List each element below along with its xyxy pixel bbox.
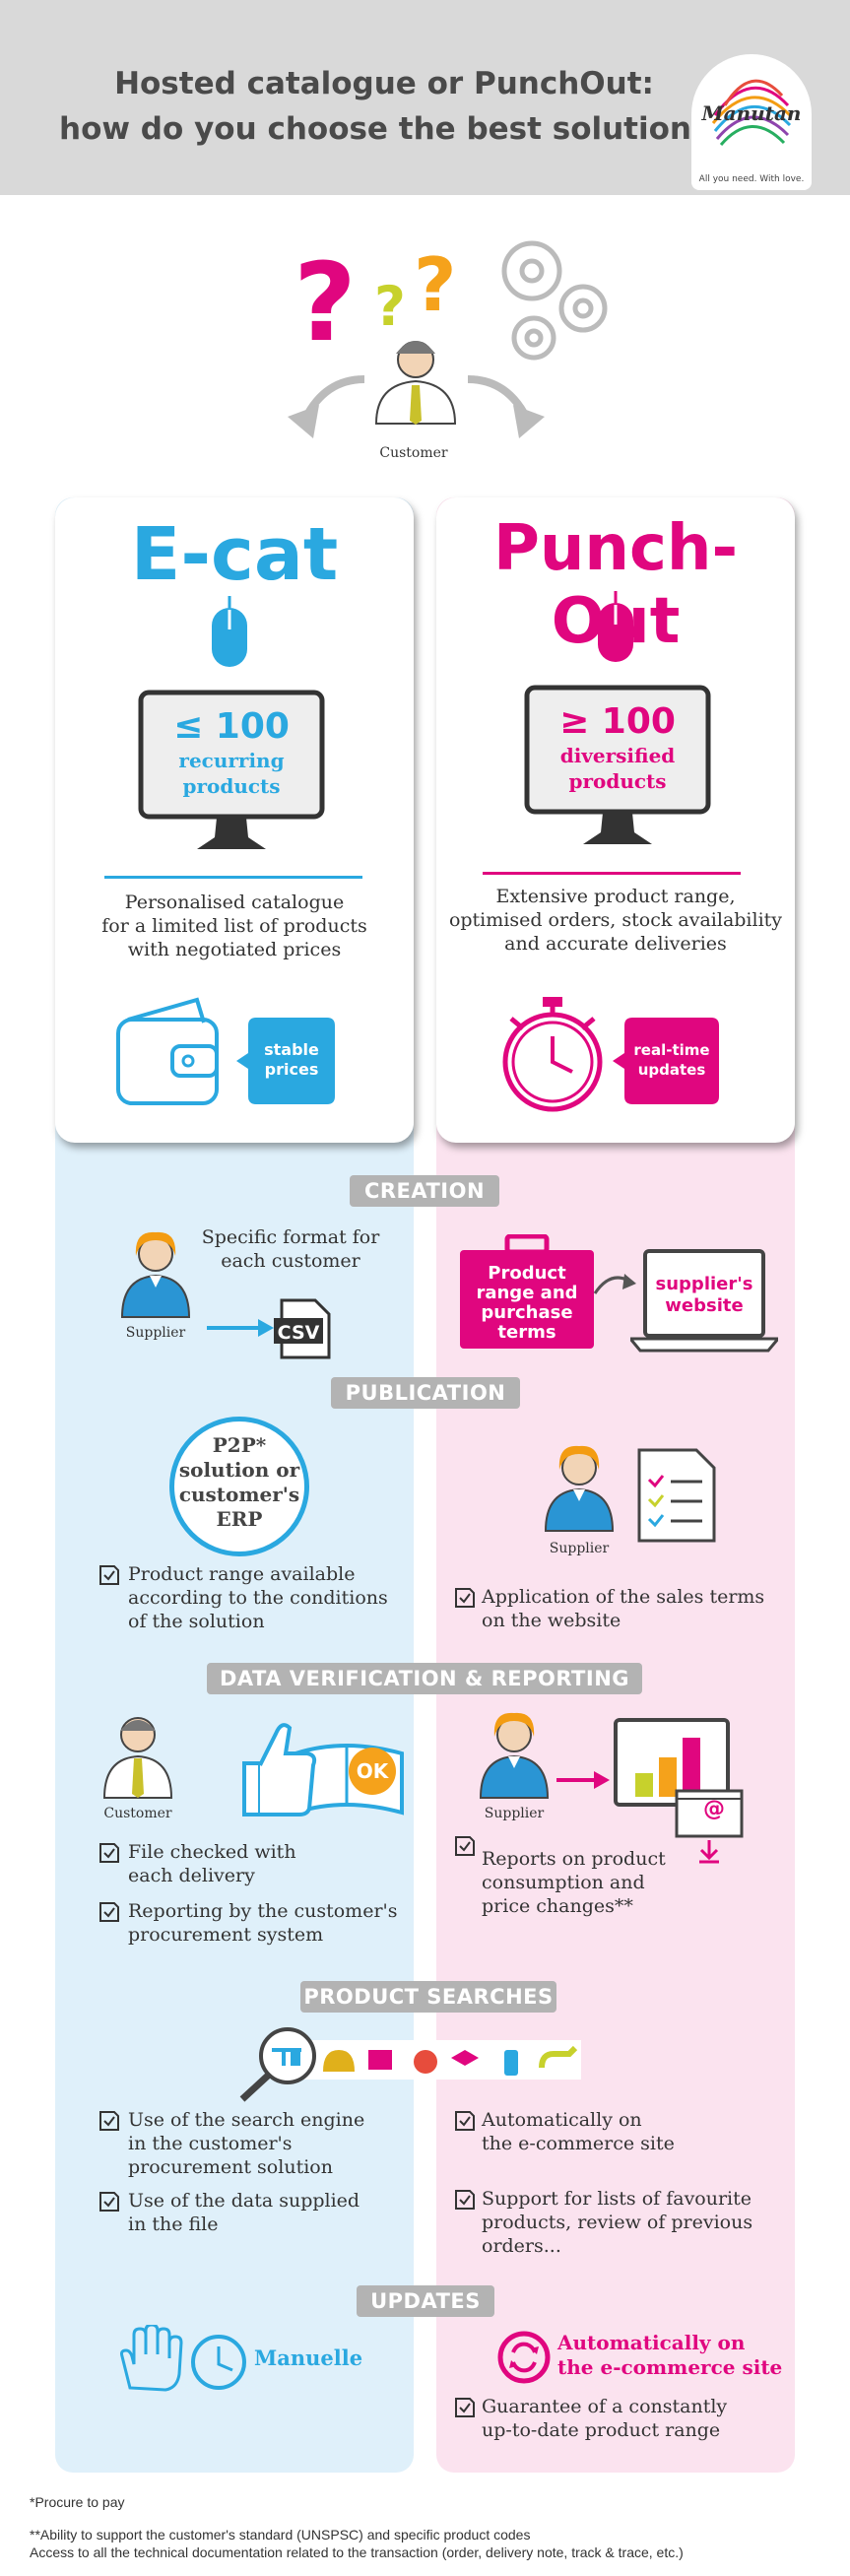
ecat-divider [104, 876, 362, 879]
publication-punchout-bullet: Application of the sales terms on the we… [482, 1586, 765, 1631]
thumbs-up-book-icon [242, 1723, 404, 1816]
supplier-avatar-icon-2 [544, 1445, 615, 1532]
checklist-icon [637, 1448, 716, 1543]
bullet-icon [99, 2192, 119, 2212]
arrow-right-icon [467, 375, 545, 438]
ecat-description: Personalised catalogue for a limited lis… [101, 892, 367, 960]
bullet-icon [455, 2111, 475, 2131]
searches-ecat-bullet-2: Use of the data supplied in the file [128, 2190, 360, 2235]
punchout-screen-text: ≥ 100 diversified products [559, 701, 676, 793]
punchout-description: Extensive product range, optimised order… [448, 886, 783, 955]
csv-file-icon [207, 1298, 331, 1359]
ok-label: OK [356, 1759, 389, 1783]
verification-ecat-bullet-2: Reporting by the customer's procurement … [128, 1900, 398, 1946]
section-updates-label: UPDATES [357, 2285, 494, 2317]
footnote-procure-to-pay: *Procure to pay [30, 2494, 125, 2510]
supplier-avatar-icon [120, 1231, 191, 1318]
p2p-circle [169, 1417, 309, 1556]
verification-ecat-bullet-1: File checked with each delivery [128, 1841, 296, 1886]
bullet-icon [99, 2111, 119, 2131]
wallet-icon [116, 997, 219, 1105]
verification-supplier-label: Supplier [484, 1806, 545, 1821]
real-time-updates-badge [613, 1018, 719, 1104]
hero-illustration: ? ? ? [288, 239, 608, 438]
page-title: Hosted catalogue or PunchOut: how do you… [59, 66, 709, 147]
product-range-terms-text: Product range and purchase terms [476, 1263, 578, 1343]
bullet-icon [99, 1902, 119, 1922]
updates-punchout-label: Automatically on the e-commerce site [557, 2331, 783, 2379]
laptop-icon [630, 1249, 778, 1353]
bullet-icon [99, 1843, 119, 1863]
ecat-screen-text: ≤ 100 recurring products [173, 706, 290, 798]
arrow-left-icon [288, 375, 365, 438]
manutan-logo: Manutan All you need. With love. [691, 54, 812, 190]
creation-ecat-text: Specific format for each customer [201, 1226, 380, 1272]
bullet-icon [455, 1588, 475, 1608]
bullet-icon [455, 2190, 475, 2210]
gears-icon [501, 240, 608, 361]
monitor-icon-punchout [524, 685, 711, 844]
hand-clock-icon [120, 2325, 246, 2392]
mouse-icon-punchout [598, 591, 633, 662]
section-creation-label: CREATION [350, 1175, 499, 1207]
bullet-icon [455, 1836, 475, 1856]
refresh-icon [497, 2331, 551, 2384]
publication-supplier-label: Supplier [549, 1541, 610, 1556]
supplier-avatar-icon-3 [479, 1712, 550, 1799]
punchout-divider [483, 872, 741, 875]
p2p-circle-text: P2P* solution or customer's ERP [178, 1433, 300, 1531]
bullet-icon [455, 2398, 475, 2417]
updates-punchout-bullet: Guarantee of a constantly up-to-date pro… [482, 2396, 728, 2441]
verification-customer-label: Customer [103, 1806, 172, 1821]
real-time-updates-text: real-time updates [633, 1041, 710, 1079]
customer-avatar-icon-2 [102, 1717, 173, 1799]
searches-punchout-bullet-1: Automatically on the e-commerce site [482, 2109, 675, 2154]
suppliers-website-text: supplier's website [655, 1274, 753, 1316]
ecat-title: E-cat [130, 512, 339, 597]
searches-ecat-bullet-1: Use of the search engine in the customer… [128, 2109, 365, 2178]
mouse-icon [212, 596, 247, 667]
curved-arrow-icon [593, 1274, 636, 1294]
stable-prices-text: stable prices [264, 1040, 319, 1079]
svg-text:?: ? [374, 275, 406, 338]
question-marks-icon: ? ? ? [294, 239, 457, 365]
customer-avatar-icon [374, 341, 457, 425]
at-label: @ [703, 1797, 725, 1821]
footnote-unspsc: **Ability to support the customer's stan… [30, 2527, 531, 2543]
report-screen-icon [556, 1718, 744, 1864]
section-publication-label: PUBLICATION [331, 1377, 520, 1409]
publication-ecat-bullet: Product range available according to the… [128, 1563, 388, 1632]
bullet-icon [99, 1565, 119, 1585]
section-verification-label: DATA VERIFICATION & REPORTING [207, 1663, 642, 1694]
searches-punchout-bullet-2: Support for lists of favourite products,… [482, 2188, 753, 2257]
briefcase-icon [460, 1234, 594, 1349]
updates-ecat-label: Manuelle [254, 2345, 363, 2370]
section-searches-label: PRODUCT SEARCHES [300, 1981, 556, 2013]
verification-punchout-bullet: Reports on product consumption and price… [482, 1848, 666, 1917]
stable-prices-badge [236, 1018, 335, 1104]
csv-label: CSV [277, 1322, 320, 1344]
stopwatch-icon [502, 997, 603, 1112]
svg-text:?: ? [414, 241, 457, 328]
search-products-icon [239, 2027, 581, 2102]
svg-text:?: ? [294, 239, 357, 365]
monitor-icon [138, 690, 325, 849]
logo-swirl-icon [711, 79, 792, 146]
footnote-documentation: Access to all the technical documentatio… [30, 2544, 684, 2560]
customer-label: Customer [379, 445, 448, 461]
creation-supplier-label: Supplier [125, 1325, 186, 1341]
